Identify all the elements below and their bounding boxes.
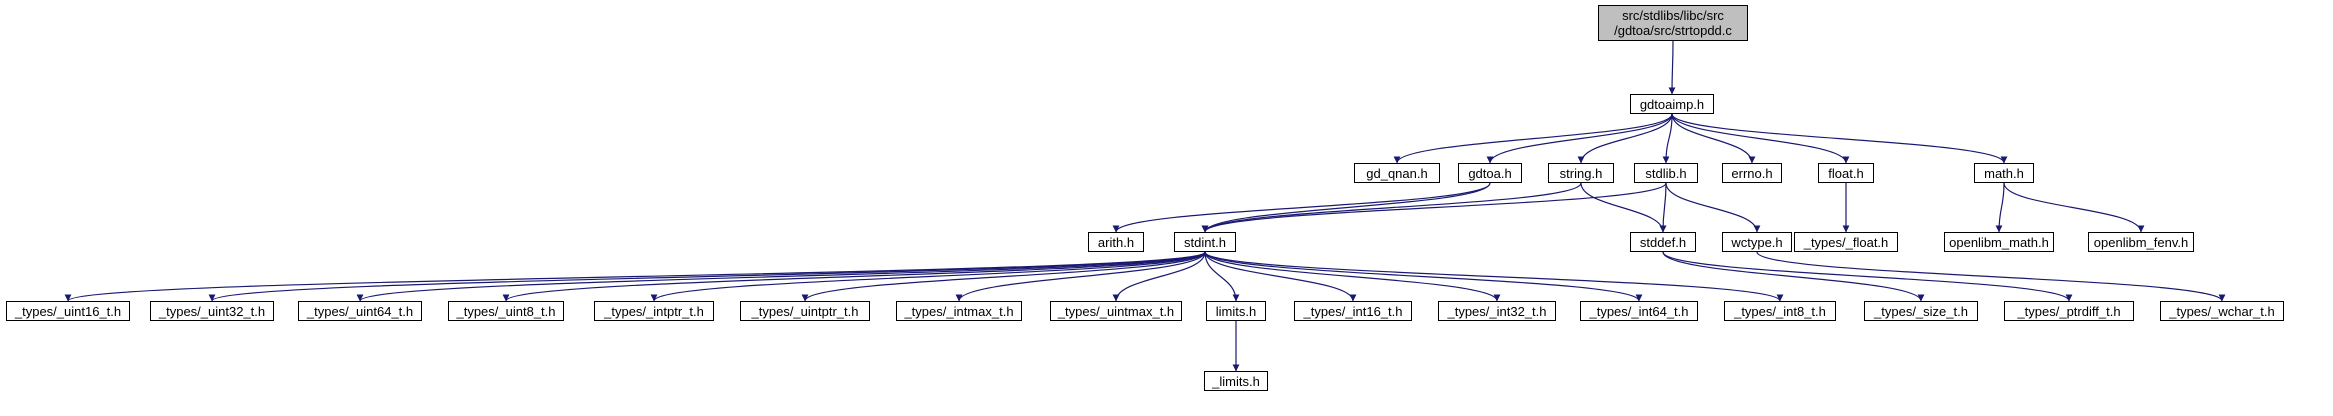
node-types-intmax-t-h[interactable]: _types/_intmax_t.h (896, 301, 1022, 321)
node-gdtoaimp-h[interactable]: gdtoaimp.h (1630, 94, 1714, 114)
node-types-intptr-t-h[interactable]: _types/_intptr_t.h (594, 301, 714, 321)
edge-string_h-to-stddef_h (1580, 182, 1667, 233)
node-limits-h[interactable]: limits.h (1206, 301, 1266, 321)
node-gd-qnan-h[interactable]: gd_qnan.h (1354, 163, 1440, 183)
node-wctype-h[interactable]: wctype.h (1722, 232, 1792, 252)
node-stdlib-h[interactable]: stdlib.h (1634, 163, 1698, 183)
node-types-ptrdiff-t-h[interactable]: _types/_ptrdiff_t.h (2004, 301, 2134, 321)
edge-stdint_h-to-types_intmax_t_h (955, 251, 1206, 302)
edge-stddef_h-to-types_ptrdiff_t_h (1662, 251, 2073, 302)
edge-gdtoaimp_h-to-stdlib_h (1662, 113, 1673, 164)
edge-stdlib_h-to-stddef_h (1659, 182, 1667, 233)
edge-wctype_h-to-types_wchar_t_h (1756, 251, 2226, 302)
edge-stdint_h-to-types_uint32_t_h (208, 251, 1206, 302)
edge-gdtoaimp_h-to-math_h (1671, 113, 2008, 164)
node-strtopdd-c: src/stdlibs/libc/src /gdtoa/src/strtopdd… (1598, 5, 1748, 41)
edge-stdint_h-to-types_uintmax_t_h (1112, 251, 1206, 302)
node-math-h[interactable]: math.h (1974, 163, 2034, 183)
node-types-uintmax-t-h[interactable]: _types/_uintmax_t.h (1050, 301, 1182, 321)
node-errno-h[interactable]: errno.h (1722, 163, 1782, 183)
edge-string_h-to-stdint_h (1201, 182, 1582, 233)
node-types-int64-t-h[interactable]: _types/_int64_t.h (1580, 301, 1698, 321)
node-types-wchar-t-h[interactable]: _types/_wchar_t.h (2160, 301, 2284, 321)
node-types-uint64-t-h[interactable]: _types/_uint64_t.h (298, 301, 422, 321)
edge-stdint_h-to-types_uint8_t_h (502, 251, 1206, 302)
edge-stdlib_h-to-stdint_h (1201, 182, 1667, 233)
node-types-uint8-t-h[interactable]: _types/_uint8_t.h (448, 301, 564, 321)
node-types-float-h[interactable]: _types/_float.h (1794, 232, 1898, 252)
node-types-uint32-t-h[interactable]: _types/_uint32_t.h (150, 301, 274, 321)
node-string-h[interactable]: string.h (1548, 163, 1614, 183)
node-gdtoa-h[interactable]: gdtoa.h (1458, 163, 1522, 183)
node-float-h[interactable]: float.h (1818, 163, 1874, 183)
edge-stdint_h-to-types_uintptr_t_h (801, 251, 1206, 302)
node-openlibm-fenv-h[interactable]: openlibm_fenv.h (2088, 232, 2194, 252)
edge-gdtoaimp_h-to-string_h (1577, 113, 1673, 164)
edge-stdint_h-to-types_intptr_t_h (650, 251, 1206, 302)
edge-gdtoaimp_h-to-gdtoa_h (1486, 113, 1673, 164)
edge-stdlib_h-to-wctype_h (1665, 182, 1761, 233)
root-node-label-line-1: src/stdlibs/libc/src (1622, 8, 1724, 23)
node-types-size-t-h[interactable]: _types/_size_t.h (1864, 301, 1978, 321)
edge-stdint_h-to-types_uint64_t_h (356, 251, 1206, 302)
edge-strtopdd_c-to-gdtoaimp_h (1668, 40, 1676, 95)
edge-stdint_h-to-types_int64_t_h (1204, 251, 1643, 302)
edge-math_h-to-openlibm_math_h (1995, 182, 2005, 233)
edge-gdtoaimp_h-to-gd_qnan_h (1393, 113, 1673, 164)
edge-stdint_h-to-limits_h (1204, 251, 1240, 302)
node-types-int16-t-h[interactable]: _types/_int16_t.h (1294, 301, 1412, 321)
edge-gdtoaimp_h-to-float_h (1671, 113, 1850, 164)
edge-stdint_h-to-types_uint16_t_h (64, 251, 1206, 302)
node-types-int8-t-h[interactable]: _types/_int8_t.h (1724, 301, 1836, 321)
edge-stdint_h-to-types_int16_t_h (1204, 251, 1357, 302)
edge-gdtoa_h-to-arith_h (1112, 182, 1491, 233)
edge-gdtoa_h-to-stdint_h (1201, 182, 1491, 233)
node-types-uint16-t-h[interactable]: _types/_uint16_t.h (6, 301, 130, 321)
node-stdint-h[interactable]: stdint.h (1174, 232, 1236, 252)
node-types-uintptr-t-h[interactable]: _types/_uintptr_t.h (740, 301, 870, 321)
node-openlibm-math-h[interactable]: openlibm_math.h (1944, 232, 2054, 252)
edge-stdint_h-to-types_int8_t_h (1204, 251, 1784, 302)
root-node-label-line-2: /gdtoa/src/strtopdd.c (1614, 23, 1732, 38)
edge-stddef_h-to-types_size_t_h (1662, 251, 1925, 302)
node-stddef-h[interactable]: stddef.h (1630, 232, 1696, 252)
edge-math_h-to-openlibm_fenv_h (2003, 182, 2145, 233)
node-types-int32-t-h[interactable]: _types/_int32_t.h (1438, 301, 1556, 321)
edge-stdint_h-to-types_int32_t_h (1204, 251, 1501, 302)
node-limits-internal-h[interactable]: _limits.h (1204, 371, 1268, 391)
node-arith-h[interactable]: arith.h (1088, 232, 1144, 252)
edge-gdtoaimp_h-to-errno_h (1671, 113, 1756, 164)
